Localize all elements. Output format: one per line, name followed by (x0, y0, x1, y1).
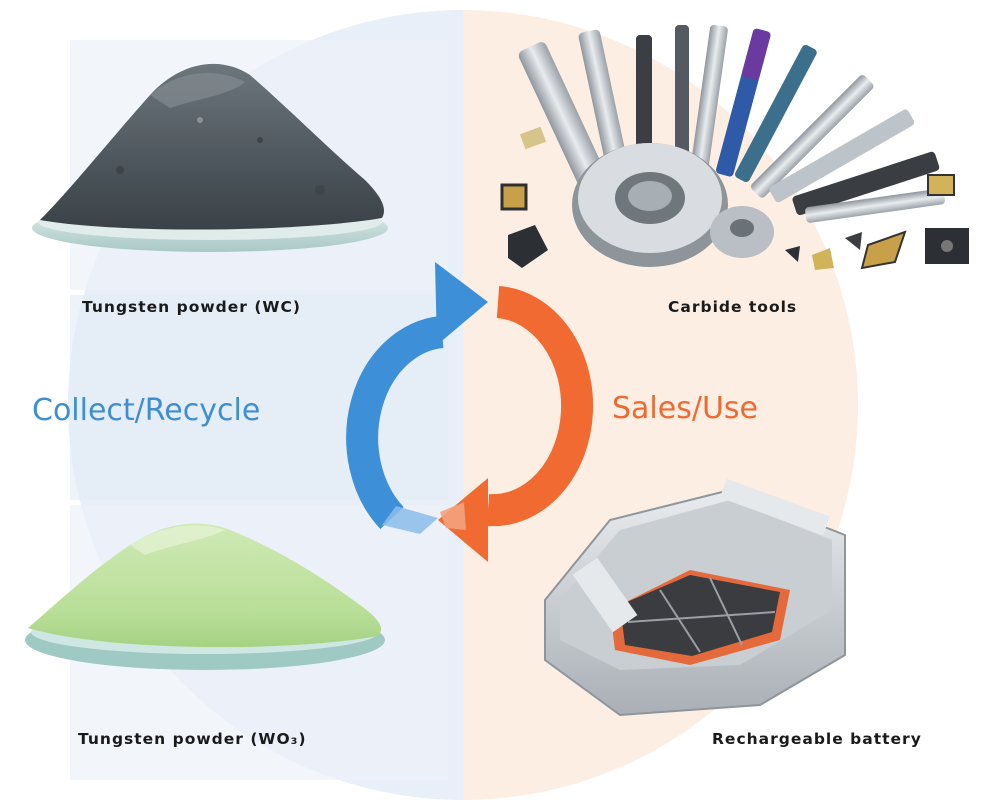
wo3-powder-pile-icon (25, 523, 385, 670)
carbide-tools-icon (500, 24, 969, 270)
wo3-powder-label: Tungsten powder (WO₃) (78, 730, 307, 748)
collect-recycle-label: Collect/Recycle (32, 393, 261, 428)
wc-powder-label: Tungsten powder (WC) (82, 298, 301, 316)
carbide-tools-label: Carbide tools (668, 298, 798, 316)
sales-use-label: Sales/Use (612, 391, 759, 426)
cycle-arrow-orange-icon (438, 286, 594, 562)
battery-pack-icon (544, 478, 846, 717)
battery-label: Rechargeable battery (712, 730, 922, 748)
cycle-arrow-blue-icon (346, 262, 488, 534)
wc-powder-pile-icon (32, 63, 388, 252)
